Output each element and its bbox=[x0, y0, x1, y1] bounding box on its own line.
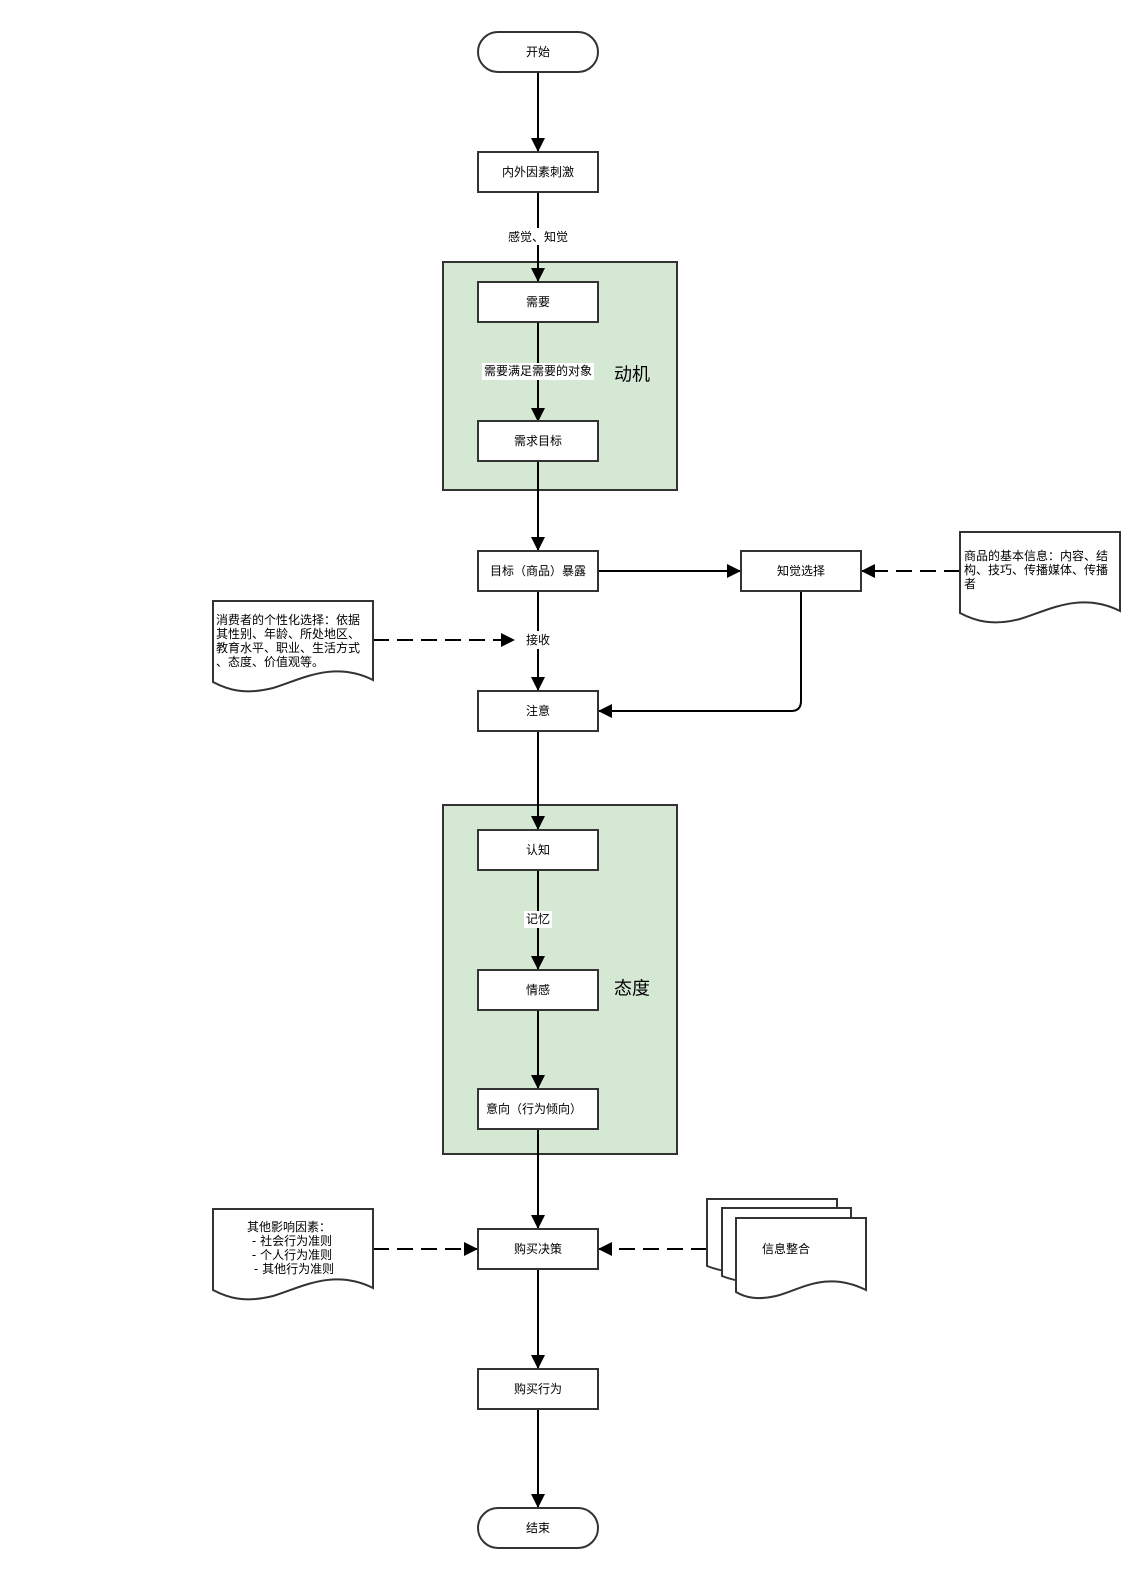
group-attitude-title: 态度 bbox=[614, 979, 650, 1000]
note-product-info-line-1: 商品的基本信息：内容、结 bbox=[964, 548, 1108, 563]
node-reception[interactable]: 接收 bbox=[526, 632, 550, 647]
node-emotion[interactable] bbox=[477, 969, 599, 1011]
note-info-integration[interactable]: 信息整合 bbox=[706, 1198, 867, 1300]
node-start-label: 开始 bbox=[526, 45, 550, 59]
node-purchase-behavior[interactable] bbox=[477, 1368, 599, 1410]
edge-label-memory: 记忆 bbox=[526, 912, 550, 926]
node-cognition-label: 认知 bbox=[526, 843, 550, 857]
note-consumer-choice-line-1: 消费者的个性化选择：依据 bbox=[216, 612, 360, 627]
node-exposure[interactable] bbox=[477, 550, 599, 592]
note-consumer-choice-line-4: 、态度、价值观等。 bbox=[216, 654, 324, 669]
note-product-info-line-2: 构、技巧、传播媒体、传播 bbox=[964, 562, 1108, 577]
note-product-info[interactable] bbox=[959, 531, 1121, 624]
node-stimulus[interactable] bbox=[477, 151, 599, 193]
note-other-factors-line-3: - 个人行为准则 bbox=[252, 1248, 332, 1262]
node-demand-goal[interactable] bbox=[477, 420, 599, 462]
node-attention-label: 注意 bbox=[526, 703, 550, 718]
note-consumer-choice[interactable] bbox=[212, 600, 374, 693]
note-info-integration-label: 信息整合 bbox=[762, 1241, 810, 1256]
node-end[interactable] bbox=[477, 1507, 599, 1549]
edge-label-perception: 感觉、知觉 bbox=[508, 229, 568, 244]
node-exposure-label: 目标（商品）暴露 bbox=[490, 563, 586, 578]
node-perceptual-selection[interactable] bbox=[740, 550, 862, 592]
note-consumer-choice-line-2: 其性别、年龄、所处地区、 bbox=[216, 627, 360, 641]
node-purchase-decision[interactable] bbox=[477, 1228, 599, 1270]
node-demand-goal-label: 需求目标 bbox=[514, 434, 562, 448]
note-other-factors[interactable] bbox=[212, 1208, 374, 1301]
note-product-info-line-3: 者 bbox=[964, 577, 976, 591]
node-start[interactable] bbox=[477, 31, 599, 73]
node-need[interactable] bbox=[477, 281, 599, 323]
node-perceptual-selection-label: 知觉选择 bbox=[777, 564, 825, 578]
note-consumer-choice-line-3: 教育水平、职业、生活方式 bbox=[216, 640, 360, 655]
node-intention-label: 意向（行为倾向） bbox=[486, 1101, 582, 1116]
node-attention[interactable] bbox=[477, 690, 599, 732]
group-motivation-title: 动机 bbox=[614, 365, 650, 386]
node-need-label: 需要 bbox=[526, 295, 550, 309]
node-emotion-label: 情感 bbox=[526, 982, 550, 997]
node-end-label: 结束 bbox=[526, 1521, 550, 1535]
edge-selection-attention bbox=[598, 591, 802, 718]
node-intention[interactable] bbox=[477, 1088, 599, 1130]
note-other-factors-line-4: - 其他行为准则 bbox=[254, 1262, 334, 1276]
node-cognition[interactable] bbox=[477, 829, 599, 871]
note-other-factors-line-2: - 社会行为准则 bbox=[252, 1233, 332, 1248]
node-purchase-behavior-label: 购买行为 bbox=[514, 1381, 562, 1396]
edge-label-need-object: 需要满足需要的对象 bbox=[484, 363, 592, 378]
note-other-factors-line-1: 其他影响因素： bbox=[247, 1219, 331, 1234]
node-stimulus-label: 内外因素刺激 bbox=[502, 165, 574, 179]
node-purchase-decision-label: 购买决策 bbox=[514, 1241, 562, 1256]
